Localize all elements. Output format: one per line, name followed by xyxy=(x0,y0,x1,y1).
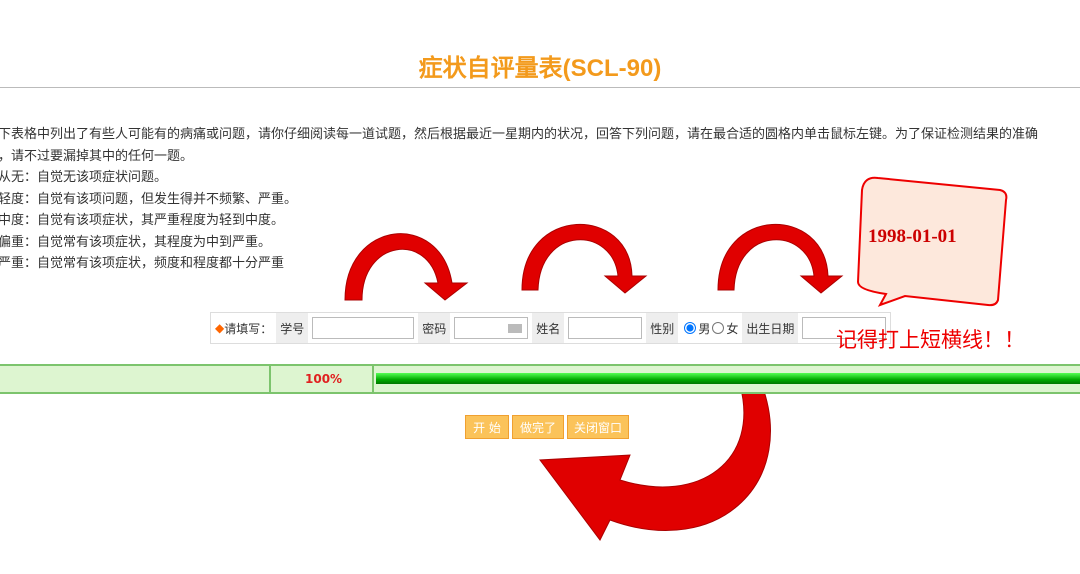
form-prompt: ◆请填写： xyxy=(211,313,276,343)
close-window-button[interactable]: 关闭窗口 xyxy=(567,415,629,439)
intro-line: ，请不过要漏掉其中的任何一题。 xyxy=(0,148,194,164)
curved-arrow-icon xyxy=(717,223,844,294)
curved-arrow-icon xyxy=(521,223,648,294)
page-title: 症状自评量表(SCL-90) xyxy=(418,55,662,82)
intro-line: 从无：自觉无该项症状问题。 xyxy=(0,170,168,185)
curved-arrow-icon xyxy=(539,379,771,541)
keyboard-icon[interactable] xyxy=(508,323,523,333)
name-label: 姓名 xyxy=(532,313,565,343)
male-radio[interactable] xyxy=(684,322,697,334)
progress-bar xyxy=(376,373,1080,384)
birthdate-input[interactable] xyxy=(802,317,887,339)
progress-row: 100% xyxy=(0,364,1080,394)
diamond-icon: ◆ xyxy=(215,321,225,335)
date-example: 1998-01-01 xyxy=(868,226,957,247)
start-button[interactable]: 开 始 xyxy=(465,415,509,439)
birthdate-label: 出生日期 xyxy=(742,313,799,343)
done-button[interactable]: 做完了 xyxy=(512,415,564,439)
intro-line: 偏重：自觉常有该项症状，其程度为中到严重。 xyxy=(0,234,272,250)
female-radio[interactable] xyxy=(712,322,725,334)
progress-percent: 100% xyxy=(305,372,343,386)
student-id-input[interactable] xyxy=(312,317,415,339)
divider xyxy=(0,87,1080,88)
female-label: 女 xyxy=(726,321,739,336)
curved-arrow-icon xyxy=(344,233,469,301)
intro-line: 轻度：自觉有该项问题，但发生得并不频繁、严重。 xyxy=(0,191,298,207)
divider xyxy=(372,366,374,392)
name-input[interactable] xyxy=(568,317,643,339)
gender-options: 男 女 xyxy=(678,313,742,343)
info-form: ◆请填写： 学号 密码 姓名 性别 男 女 出生日期 xyxy=(210,312,892,344)
gender-label: 性别 xyxy=(646,313,679,343)
intro-line: 中度：自觉有该项症状，其严重程度为轻到中度。 xyxy=(0,213,285,228)
speech-bubble xyxy=(856,176,1008,307)
student-id-label: 学号 xyxy=(276,313,309,343)
intro-line: 严重：自觉常有该项症状，频度和程度都十分严重 xyxy=(0,256,285,271)
instructions: 下表格中列出了有些人可能有的病痛或问题，请你仔细阅读每一道试题，然后根据最近一星… xyxy=(0,124,1038,275)
divider xyxy=(269,366,271,392)
reminder-note: 记得打上短横线！！ xyxy=(836,328,1025,352)
male-label: 男 xyxy=(698,321,711,336)
intro-line: 下表格中列出了有些人可能有的病痛或问题，请你仔细阅读每一道试题，然后根据最近一星… xyxy=(0,127,1039,142)
prompt-label: 请填写： xyxy=(224,321,273,336)
password-input[interactable] xyxy=(454,317,529,339)
password-label: 密码 xyxy=(418,313,451,343)
